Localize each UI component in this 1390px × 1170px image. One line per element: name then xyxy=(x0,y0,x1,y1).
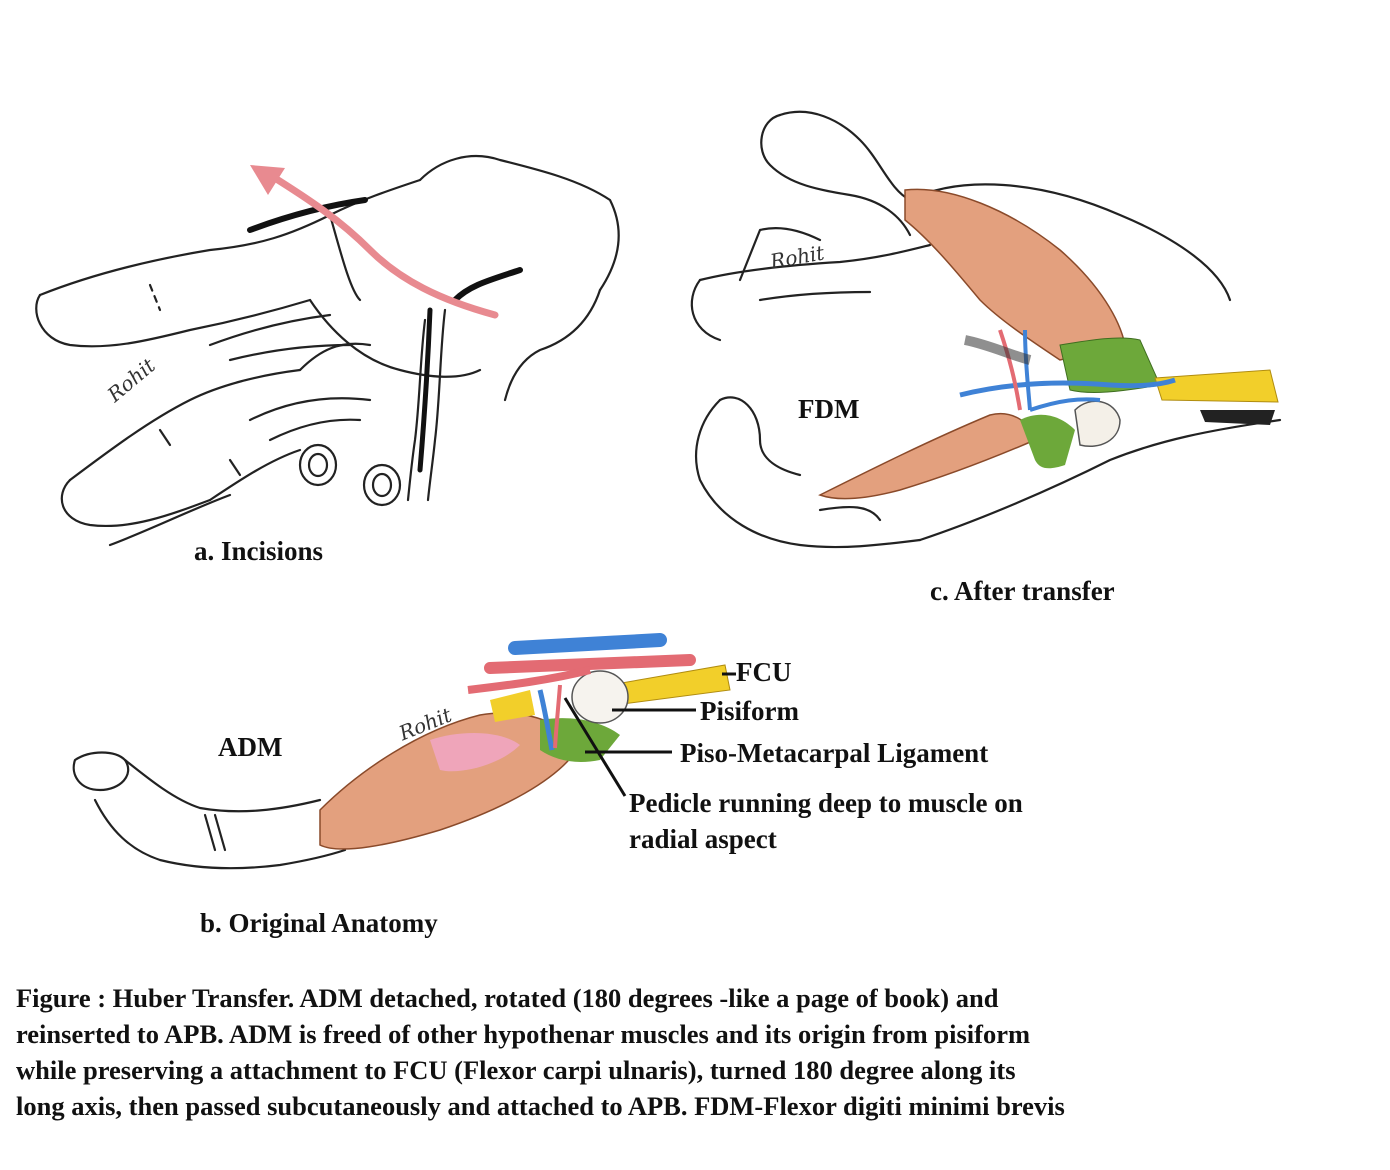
figure-caption: Figure : Huber Transfer. ADM detached, r… xyxy=(16,980,1376,1124)
panel-a-hand-drawing xyxy=(35,155,620,547)
panel-c-muscle xyxy=(818,188,1279,500)
panel-b-label: b. Original Anatomy xyxy=(200,908,438,938)
piso-metacarpal-annotation: Piso-Metacarpal Ligament xyxy=(680,738,989,768)
pedicle-leader xyxy=(563,697,627,797)
panel-a-label: a. Incisions xyxy=(194,536,324,566)
panel-b-finger-drawing xyxy=(72,751,347,870)
fcu-annotation: FCU xyxy=(736,657,792,687)
caption-line-1: Figure : Huber Transfer. ADM detached, r… xyxy=(16,983,999,1013)
panel-c-hand-drawing xyxy=(690,110,1282,549)
fdm-label: FDM xyxy=(798,394,860,424)
panel-c-label: c. After transfer xyxy=(930,576,1115,606)
leader-lines xyxy=(563,672,736,797)
pedicle-annotation-line1: Pedicle running deep to muscle on xyxy=(629,788,1023,818)
pedicle-annotation-line2: radial aspect xyxy=(629,824,777,854)
adm-label: ADM xyxy=(218,732,283,762)
caption-line-3: while preserving a attachment to FCU (Fl… xyxy=(16,1055,1016,1085)
pisiform-annotation: Pisiform xyxy=(700,696,799,726)
caption-line-2: reinserted to APB. ADM is freed of other… xyxy=(16,1019,1031,1049)
panel-a-incisions xyxy=(247,197,523,473)
panel-a-incision-arrow xyxy=(250,165,499,319)
caption-line-4: long axis, then passed subcutaneously an… xyxy=(16,1091,1065,1121)
